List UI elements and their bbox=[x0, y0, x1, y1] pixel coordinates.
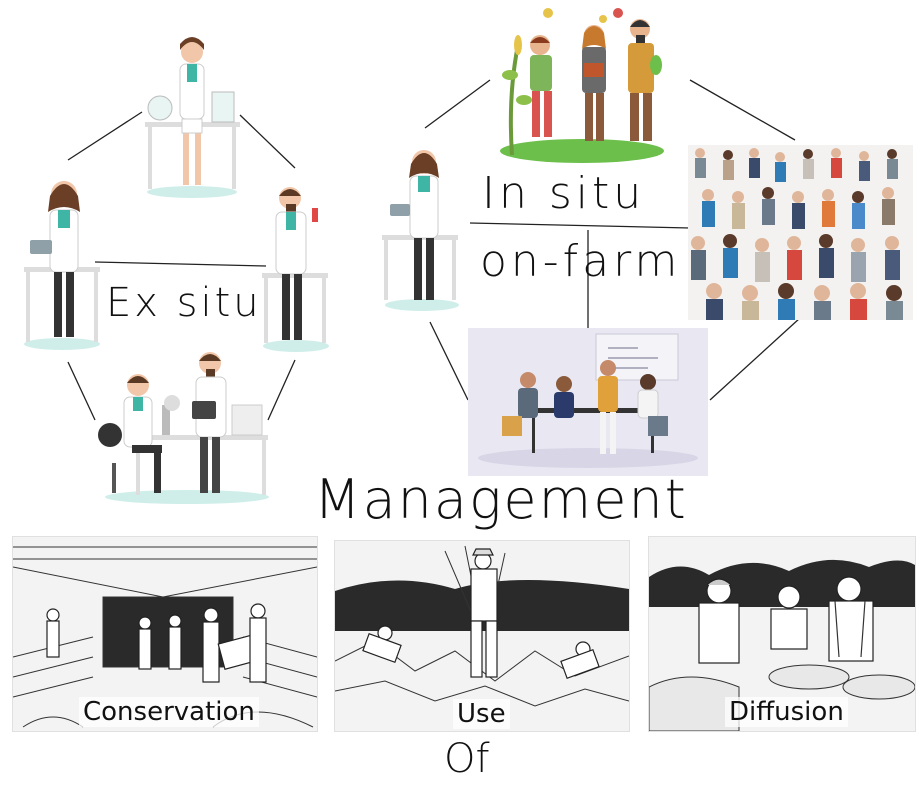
scientist-flask-illustration bbox=[262, 178, 330, 353]
crowd-illustration bbox=[688, 145, 913, 320]
on-farm-label: on-farm bbox=[480, 236, 682, 287]
use-sketch: Use bbox=[334, 540, 630, 732]
management-label: Management bbox=[314, 468, 688, 531]
conservation-sketch: Conservation bbox=[12, 536, 318, 732]
of-label: Of bbox=[444, 736, 490, 782]
diffusion-label: Diffusion bbox=[725, 697, 848, 727]
scientists-microscope-illustration bbox=[92, 345, 272, 505]
meeting-illustration bbox=[468, 328, 708, 476]
in-situ-label: In situ bbox=[482, 168, 646, 219]
use-label: Use bbox=[453, 699, 510, 729]
ex-situ-label: Ex situ bbox=[106, 280, 262, 326]
scientist-in-situ-illustration bbox=[382, 140, 460, 312]
scientist-glassware-illustration bbox=[140, 30, 245, 200]
farmers-illustration bbox=[498, 5, 666, 163]
diffusion-sketch: Diffusion bbox=[648, 536, 916, 732]
scientist-tablet-illustration bbox=[22, 172, 102, 352]
conservation-label: Conservation bbox=[79, 697, 259, 727]
